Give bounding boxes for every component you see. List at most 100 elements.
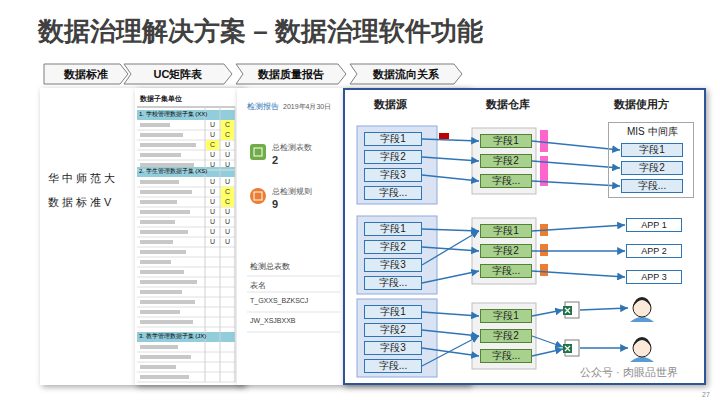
source-field-text: 字段3 bbox=[380, 259, 406, 271]
flow-arrow bbox=[532, 250, 625, 251]
source-field-text: 字段... bbox=[379, 360, 407, 372]
source-field: 字段2 bbox=[364, 323, 422, 337]
report-panel-text: 总检测规则 bbox=[272, 187, 312, 196]
source-field-text: 字段2 bbox=[380, 324, 406, 336]
flow-arrow bbox=[422, 336, 479, 366]
matrix-cell: U bbox=[206, 227, 219, 237]
flow-frame-text: 数据源 bbox=[374, 98, 407, 111]
app-box-text: APP 2 bbox=[641, 246, 666, 256]
warehouse-field-text: 字段2 bbox=[493, 155, 519, 167]
page-number: 27 bbox=[702, 391, 710, 399]
flow-arrow bbox=[532, 181, 620, 186]
warehouse-field-text: 字段1 bbox=[493, 310, 519, 322]
matrix-cell: U bbox=[206, 217, 219, 227]
warehouse-field: 字段1 bbox=[480, 134, 532, 148]
app-box-text: APP 3 bbox=[641, 272, 666, 282]
mis-field-text: 字段1 bbox=[639, 144, 665, 156]
tab-chevron: 数据标准 bbox=[44, 64, 128, 84]
report-panel-text: 9 bbox=[272, 198, 278, 211]
flow-frame-text: 数据仓库 bbox=[486, 98, 530, 111]
tab-chevron-text: 数据质量报告 bbox=[258, 68, 324, 81]
app-box: APP 3 bbox=[626, 270, 682, 284]
source-field-text: 字段... bbox=[379, 277, 407, 289]
flow-arrow bbox=[422, 139, 479, 141]
matrix-cell: C bbox=[221, 130, 234, 140]
matrix-cell: C bbox=[221, 187, 234, 197]
matrix-cell: U bbox=[221, 207, 234, 217]
app-box: APP 1 bbox=[626, 218, 682, 232]
matrix-panel-text: 1. 学校管理数据子集 (XX) bbox=[139, 111, 207, 118]
matrix-cell: U bbox=[221, 140, 234, 150]
mis-field-text: 字段... bbox=[638, 180, 666, 192]
warehouse-field: 字段... bbox=[480, 174, 532, 188]
source-field-text: 字段1 bbox=[380, 306, 406, 318]
flow-arrow bbox=[422, 247, 479, 251]
mis-box-text: MIS 中间库 bbox=[627, 126, 678, 138]
tab-chevron: 数据流向关系 bbox=[350, 64, 462, 84]
report-panel-text: 总检测表数 bbox=[272, 143, 312, 152]
warehouse-field: 字段1 bbox=[480, 309, 532, 323]
matrix-panel-text: 数据子集单位 bbox=[140, 95, 182, 103]
source-field: 字段1 bbox=[364, 305, 422, 319]
warehouse-field-text: 字段2 bbox=[493, 330, 519, 342]
warehouse-field-text: 字段1 bbox=[493, 135, 519, 147]
source-field-text: 字段1 bbox=[380, 133, 406, 145]
source-field: 字段... bbox=[364, 359, 422, 373]
document-panel-text: 华中师范大 bbox=[48, 172, 118, 185]
tab-chevron-text: 数据流向关系 bbox=[373, 68, 439, 81]
matrix-cell: U bbox=[206, 187, 219, 197]
source-field-text: 字段2 bbox=[380, 151, 406, 163]
flow-frame-text: 数据使用方 bbox=[614, 98, 669, 111]
mis-field: 字段1 bbox=[621, 143, 683, 157]
flow-arrow bbox=[422, 271, 479, 283]
source-field: 字段3 bbox=[364, 258, 422, 272]
warehouse-field: 字段... bbox=[480, 349, 532, 363]
warehouse-field-text: 字段... bbox=[492, 350, 520, 362]
matrix-cell: C bbox=[221, 120, 234, 130]
source-field: 字段... bbox=[364, 276, 422, 290]
document-panel-text: 数据标准V bbox=[48, 196, 114, 209]
warehouse-field: 字段... bbox=[480, 264, 532, 278]
flow-arrow bbox=[532, 271, 625, 277]
matrix-cell: U bbox=[221, 160, 234, 170]
tab-chevron: UC矩阵表 bbox=[124, 64, 232, 84]
warehouse-field: 字段1 bbox=[480, 224, 532, 238]
source-field-text: 字段... bbox=[379, 187, 407, 199]
matrix-cell: U bbox=[221, 217, 234, 227]
report-panel-text: 检测报告 bbox=[247, 102, 279, 111]
flow-arrow bbox=[422, 348, 479, 356]
flow-arrow bbox=[422, 330, 479, 336]
app-box-text: APP 1 bbox=[641, 220, 666, 230]
flow-arrow bbox=[532, 141, 620, 150]
report-panel-text: JW_XSJBXXB bbox=[250, 317, 296, 325]
source-field: 字段2 bbox=[364, 150, 422, 164]
warehouse-field-text: 字段... bbox=[492, 175, 520, 187]
source-field-text: 字段3 bbox=[380, 342, 406, 354]
report-panel-text: 2 bbox=[272, 154, 278, 167]
flow-arrow bbox=[532, 225, 625, 231]
matrix-cell: U bbox=[206, 197, 219, 207]
matrix-cell: U bbox=[206, 177, 219, 187]
report-panel-text: 2019年4月30日 bbox=[283, 103, 331, 111]
matrix-cell: U bbox=[206, 237, 219, 247]
source-field: 字段3 bbox=[364, 341, 422, 355]
watermark: 公众号 · 肉眼品世界 bbox=[580, 366, 678, 378]
mis-field: 字段2 bbox=[621, 161, 683, 175]
warehouse-field-text: 字段2 bbox=[493, 245, 519, 257]
source-field-text: 字段3 bbox=[380, 169, 406, 181]
flow-frame: 数据源 数据仓库 数据使用方字段1 字段2 字段3 字段... 字段1 字段2 字段... MIS… bbox=[343, 88, 706, 385]
warehouse-field: 字段2 bbox=[480, 244, 532, 258]
app-box: APP 2 bbox=[626, 244, 682, 258]
flow-arrow bbox=[422, 157, 479, 161]
report-panel-text: 检测总表数 bbox=[250, 262, 290, 271]
flow-arrow bbox=[422, 175, 479, 181]
matrix-cell: U bbox=[221, 150, 234, 160]
source-field: 字段2 bbox=[364, 240, 422, 254]
source-field: 字段... bbox=[364, 186, 422, 200]
matrix-cell: U bbox=[221, 237, 234, 247]
matrix-cell: C bbox=[221, 197, 234, 207]
matrix-cell: U bbox=[206, 160, 219, 170]
warehouse-field: 字段2 bbox=[480, 329, 532, 343]
source-field: 字段1 bbox=[364, 132, 422, 146]
